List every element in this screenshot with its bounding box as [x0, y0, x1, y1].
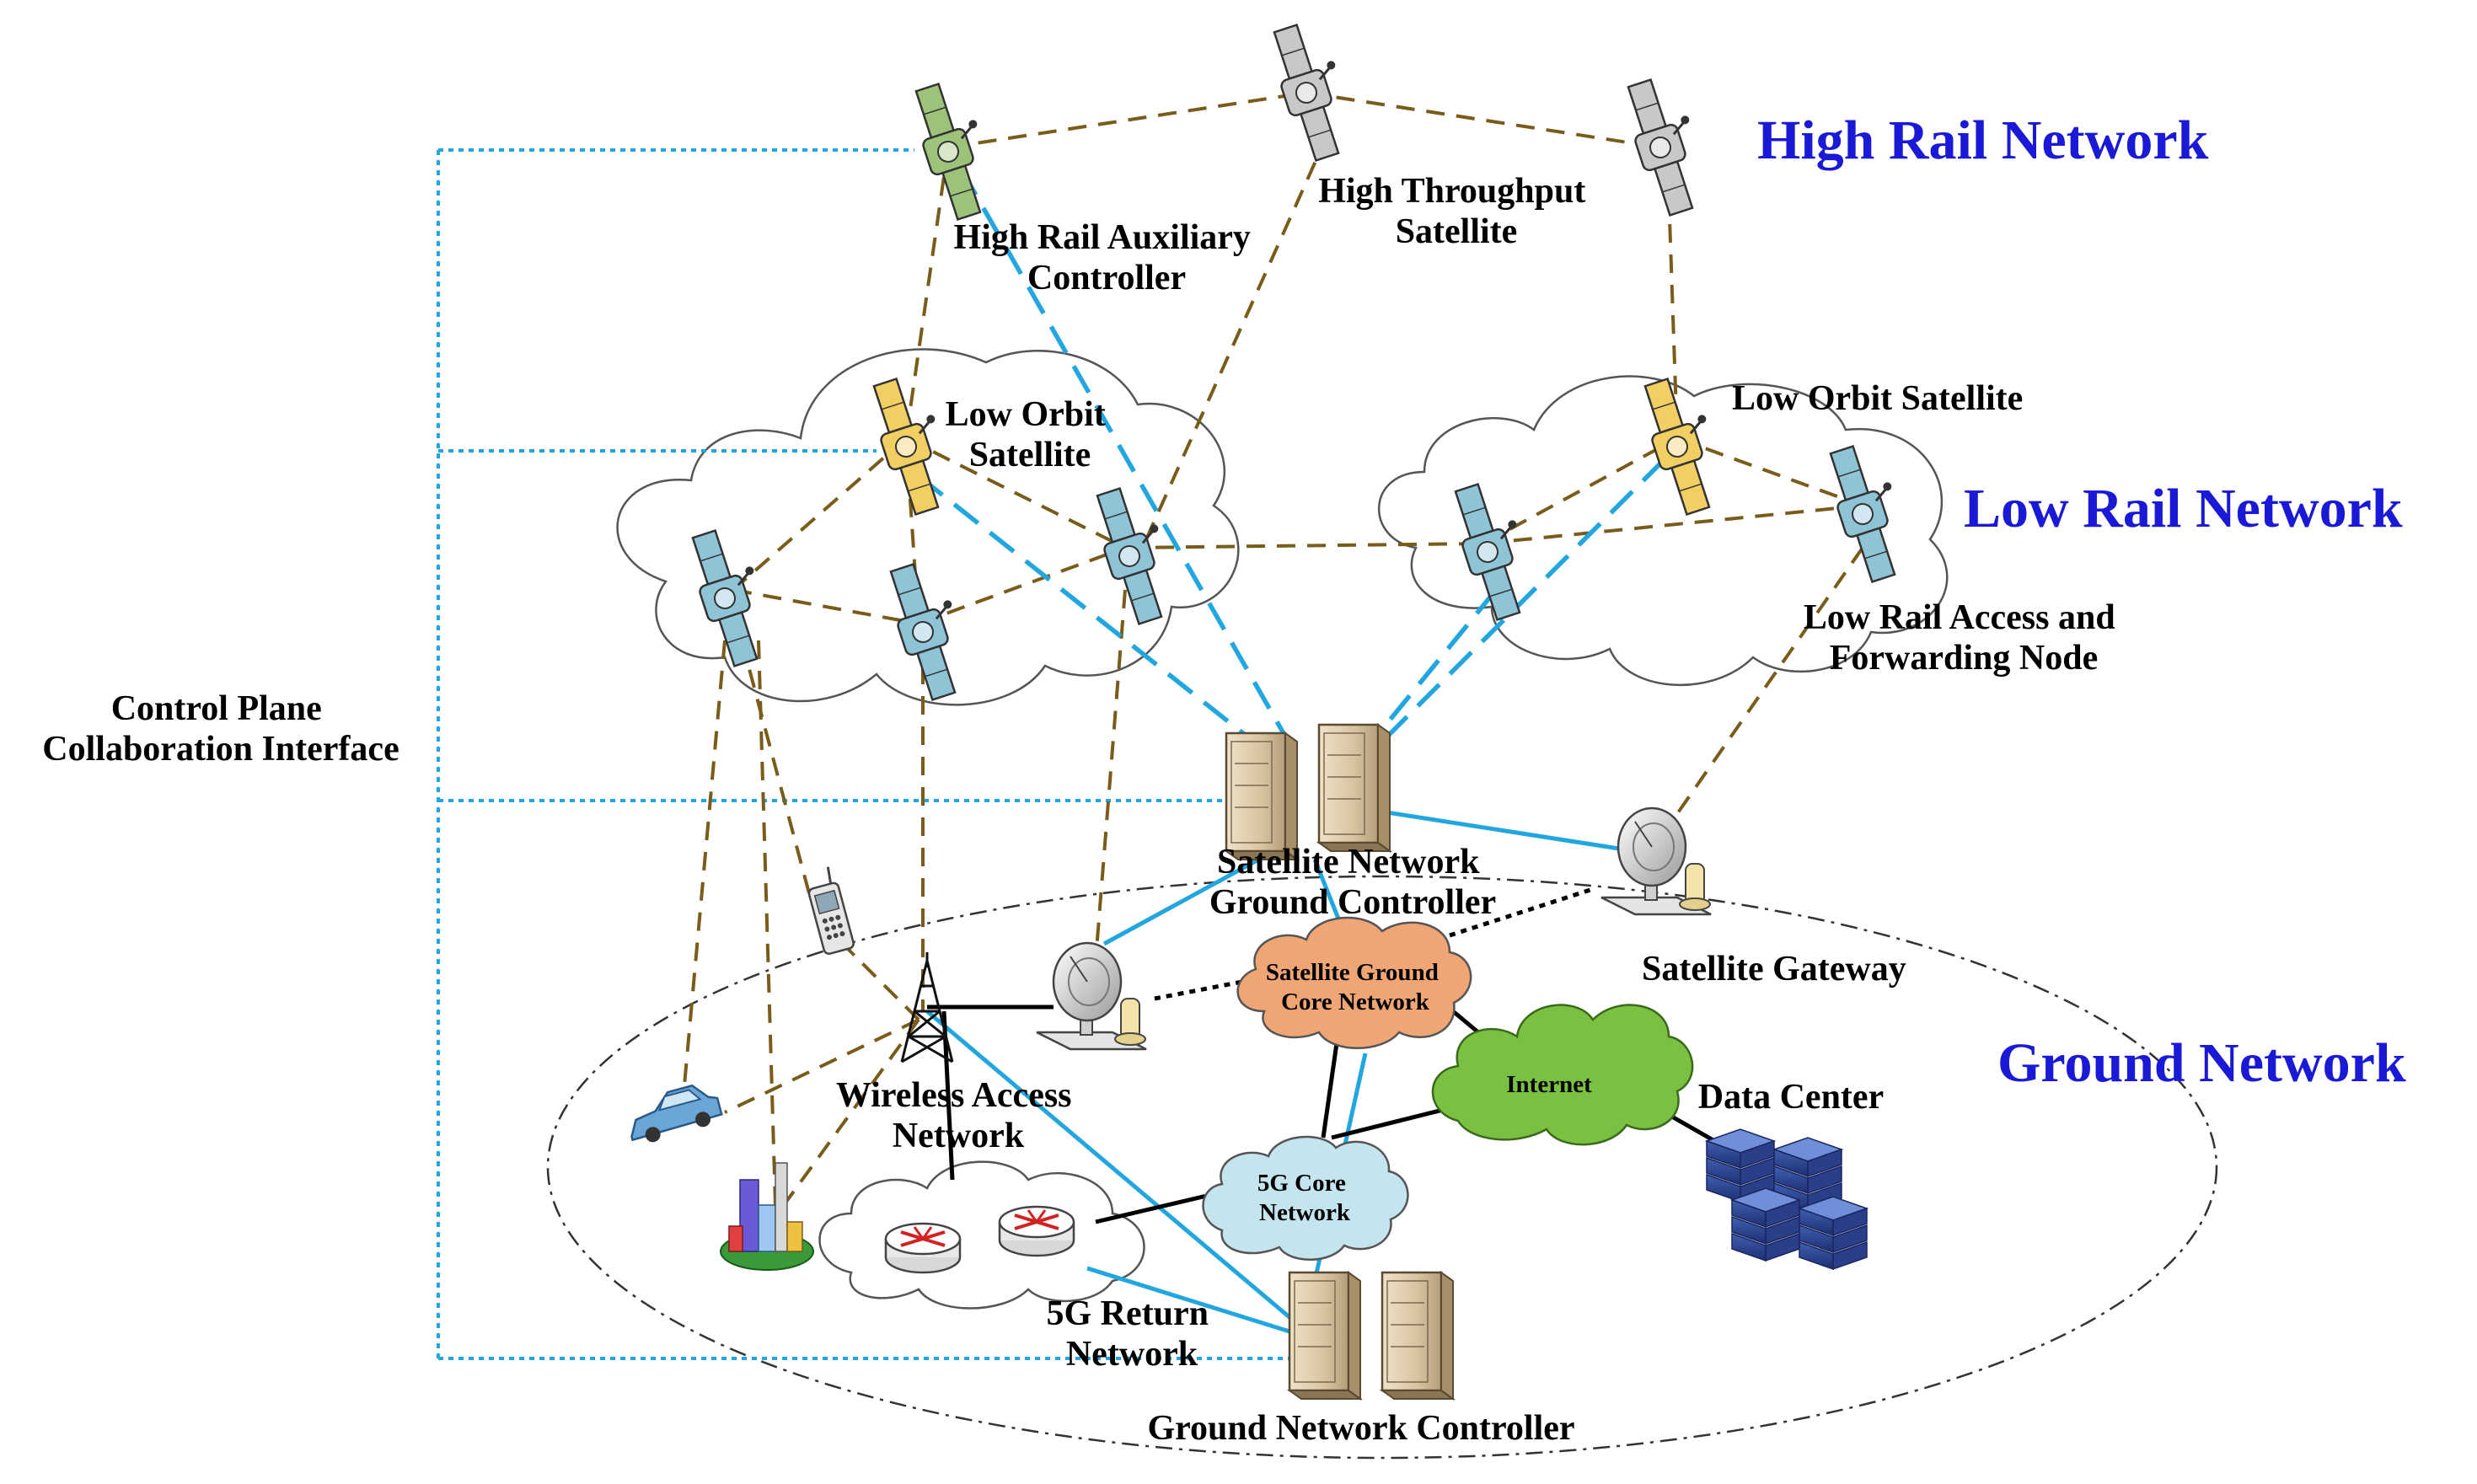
- router-icon-2: [998, 1205, 1075, 1257]
- 5g-core-label: 5G Core Network: [1257, 1170, 1352, 1226]
- high-aux-controller-label: High Rail Auxiliary Controller: [954, 218, 1260, 297]
- mobile-phone-icon: [807, 866, 855, 956]
- 5g-core-cloud: [1202, 1135, 1409, 1261]
- ground-network-title: Ground Network: [1997, 1032, 2406, 1094]
- ground-station-dish-icon: [1035, 941, 1148, 1051]
- wireless-access-label: Wireless Access Network: [836, 1076, 1080, 1155]
- control-interface-label: Control Plane Collaboration Interface: [42, 689, 399, 769]
- satellite-ground-core-cloud: [1236, 916, 1472, 1049]
- high-throughput-satellite-icon-1: [1263, 16, 1364, 165]
- low-orbit-satellite-right-label: Low Orbit Satellite: [1732, 379, 2023, 418]
- ground-network-boundary: [546, 875, 2218, 1460]
- sat-control-links: [917, 167, 1666, 760]
- low-rail-network-title: Low Rail Network: [1964, 478, 2403, 539]
- low-orbit-cloud-left: [616, 348, 1240, 706]
- low-orbit-satellite-left-label: Low Orbit Satellite: [946, 395, 1115, 474]
- router-icon-1: [884, 1222, 962, 1274]
- control-plane-lines: [437, 148, 1298, 1360]
- satellite-gateway-label: Satellite Gateway: [1642, 950, 1906, 988]
- satellite-ground-core-label: Satellite Ground Core Network: [1266, 959, 1445, 1015]
- data-center-icon: [1706, 1128, 1868, 1270]
- car-icon: [630, 1084, 723, 1143]
- high-throughput-satellite-label: High Throughput Satellite: [1318, 172, 1595, 251]
- ground-controller-server-icon-2: [1381, 1271, 1455, 1401]
- 5g-return-label: 5G Return Network: [1047, 1294, 1218, 1374]
- high-rail-network-title: High Rail Network: [1757, 110, 2209, 171]
- internet-label: Internet: [1506, 1071, 1592, 1098]
- satellite-ground-controller-label: Satellite Network Ground Controller: [1209, 843, 1496, 922]
- radio-tower-icon: [900, 952, 954, 1063]
- ground-controller-server-icon-1: [1288, 1271, 1362, 1401]
- data-center-label: Data Center: [1698, 1078, 1884, 1117]
- low-orbit-cloud-right: [1377, 375, 1949, 687]
- access-node-label: Low Rail Access and Forwarding Node: [1804, 598, 2124, 678]
- internet-cloud: [1431, 1004, 1694, 1146]
- satellite-ground-controller-server-icon-1: [1225, 731, 1299, 861]
- satellite-gateway-dish-icon: [1600, 806, 1713, 916]
- high-throughput-satellite-icon-2: [1617, 71, 1718, 220]
- ground-controller-label: Ground Network Controller: [1147, 1409, 1574, 1448]
- 5g-return-cloud: [818, 1160, 1145, 1310]
- satellite-ground-controller-server-icon-2: [1317, 723, 1391, 853]
- high-rail-auxiliary-controller-satellite-icon: [905, 75, 1005, 224]
- city-buildings-icon: [720, 1162, 814, 1271]
